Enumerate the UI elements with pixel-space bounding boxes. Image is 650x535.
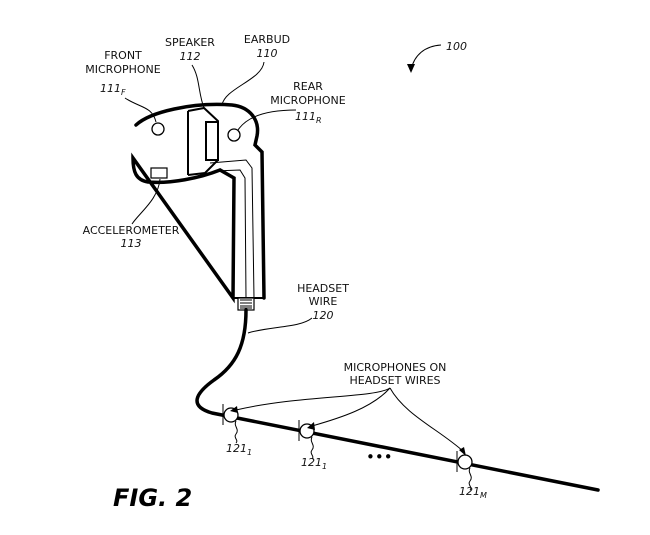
wire-mic-1-number: 1211 [226,442,252,457]
wire-mic-m-number: 121M [459,485,487,500]
accelerometer-number: 113 [121,237,142,250]
headset-wire-label-1: HEADSET [297,282,349,295]
leader-wire-mic-m [389,387,465,453]
headset-wire-number: 120 [313,309,334,322]
leader-accelerometer [131,178,161,225]
rear-mic-number: 111R [295,110,322,125]
wire-microphones: ••• [222,404,473,491]
speaker-icon [205,121,219,161]
reference-100: 100 [407,40,467,73]
rear-mic-label-2: MICROPHONE [270,94,346,107]
front-mic-label-2: MICROPHONE [85,63,161,76]
leader-lines [124,61,466,456]
wire-mics-label-1: MICROPHONES ON [344,361,447,374]
wire-mics-label-2: HEADSET WIRES [349,374,440,387]
ref-arrow [410,44,442,71]
leader-front-mic [124,97,157,123]
front-microphone-icon [151,122,165,136]
ref-arrowhead [407,64,415,73]
ref-number: 100 [446,40,467,53]
front-mic-label-1: FRONT [104,49,142,62]
wire-mic-2-number: 1211 [301,456,327,471]
earbud-number: 110 [257,47,278,60]
earbud [131,102,266,311]
leader-wire-mic-1 [235,387,391,411]
earbud-head-outline [131,102,266,304]
wire-line [195,308,600,492]
leader-speaker [191,64,205,109]
labels: FRONT MICROPHONE 111F SPEAKER 112 EARBUD… [83,33,487,512]
headset-wire [195,308,600,492]
earbud-label: EARBUD [244,33,290,46]
accelerometer-icon [150,167,168,179]
rear-microphone-icon [227,128,241,142]
stem-inner-line-2 [209,159,255,299]
leader-rear-mic [237,109,297,131]
rear-mic-label-1: REAR [293,80,323,93]
speaker-housing [187,106,219,176]
wire-microphone-2 [298,420,315,460]
speaker-label: SPEAKER [165,36,215,49]
speaker-number: 112 [180,50,201,63]
leader-earbud [221,61,265,106]
front-mic-number: 111F [100,82,126,97]
leader-wire-mic-2 [311,387,391,427]
stem-inner-line [213,169,247,299]
ellipsis: ••• [366,448,393,466]
figure-caption: FIG. 2 [113,484,192,512]
headset-wire-label-2: WIRE [309,295,338,308]
leader-headset-wire [247,317,313,334]
connector-hatch [240,299,252,309]
accelerometer-label: ACCELEROMETER [83,224,180,237]
